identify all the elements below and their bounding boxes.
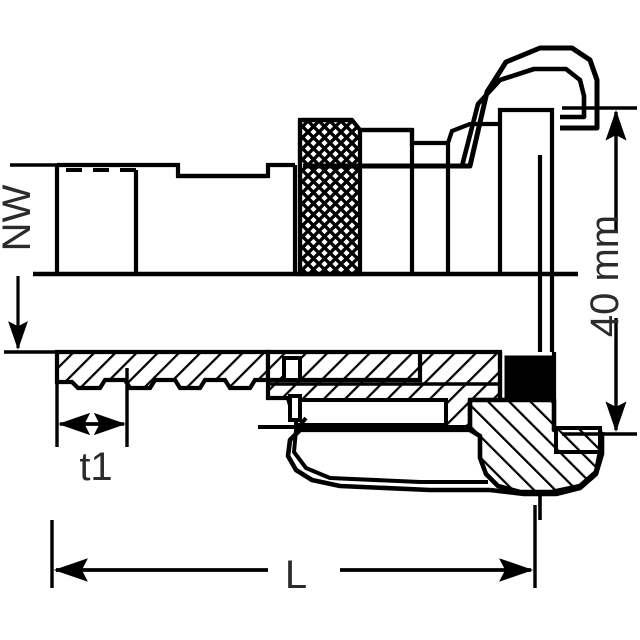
body-upper-collar <box>497 107 555 130</box>
label-l: L <box>285 553 307 597</box>
body-upper-step1 <box>360 127 415 274</box>
label-t1: t1 <box>79 445 112 489</box>
body-upper-step2 <box>409 130 448 146</box>
nipple-shank-section <box>54 349 271 391</box>
knurled-nut-outline <box>297 117 363 277</box>
body-lower-step <box>268 352 423 383</box>
claw-bottom-outline <box>489 432 605 497</box>
locking-ring-pocket <box>294 398 448 427</box>
label-nw: NW <box>0 184 39 251</box>
part-outline-group <box>33 45 605 520</box>
sealing-gasket <box>504 355 556 401</box>
storz-claw-upper-outer <box>303 45 600 169</box>
storz-claw-lower-sweep-inner <box>292 416 488 484</box>
body-upper-step4 <box>446 121 500 144</box>
locking-ring-tab <box>288 394 302 422</box>
label-40mm: 40 mm <box>583 215 627 337</box>
retainer-key <box>282 356 302 382</box>
dimensions-group <box>4 106 637 588</box>
labels-group: NW t1 L 40 mm <box>0 184 627 597</box>
storz-claw-lower-sweep <box>285 428 490 493</box>
storz-claw-tip <box>554 426 602 454</box>
storz-claw-upper-inner <box>330 66 587 169</box>
